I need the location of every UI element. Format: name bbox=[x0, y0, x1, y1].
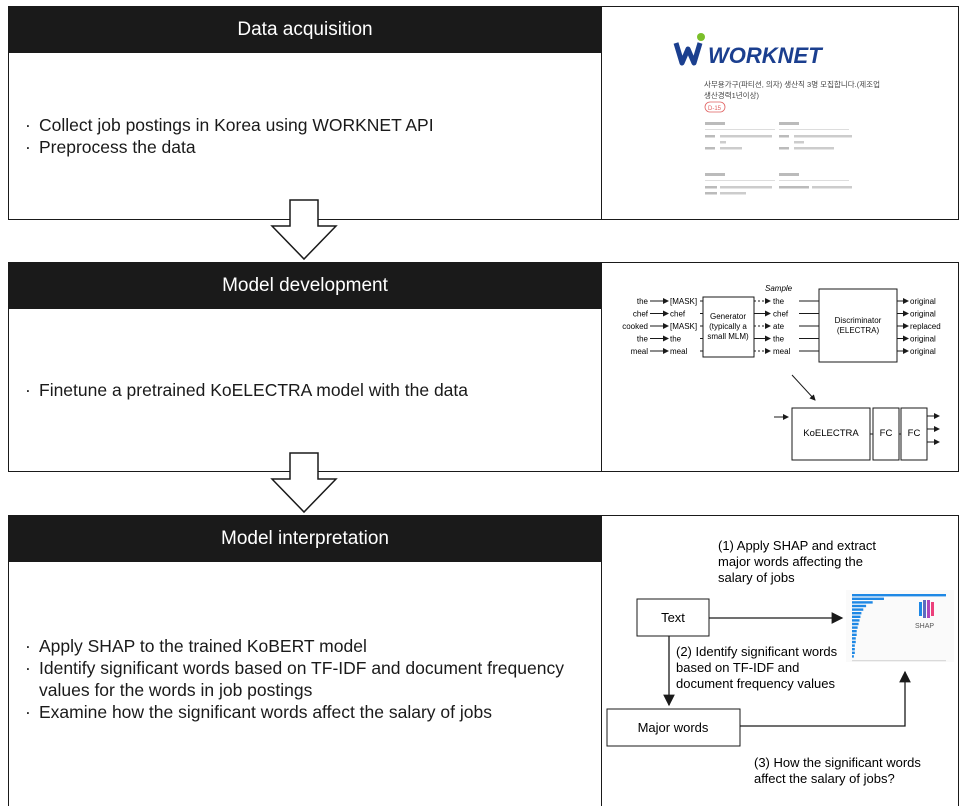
shap-bar bbox=[852, 615, 861, 618]
worknet-logo: WORKNET bbox=[708, 43, 823, 68]
input-token: the bbox=[637, 335, 649, 344]
shap-bar bbox=[852, 630, 857, 633]
generated-token: the bbox=[773, 335, 785, 344]
worknet-illustration: WORKNET 사무용가구(파티션, 의자) 생산직 3명 모집합니다.(제조업… bbox=[673, 33, 880, 195]
shap-bar bbox=[852, 651, 855, 654]
shap-bar bbox=[852, 622, 859, 626]
bullet-item: Identify significant words based on TF-I… bbox=[25, 657, 581, 701]
step1-line: major words affecting the bbox=[718, 554, 863, 569]
masked-token: [MASK] bbox=[670, 322, 697, 331]
discriminator-box bbox=[818, 288, 898, 363]
bullet-item: Finetune a pretrained KoELECTRA model wi… bbox=[25, 379, 468, 401]
generator-box bbox=[702, 296, 755, 358]
shap-bar bbox=[852, 612, 862, 615]
shap-bar bbox=[852, 619, 860, 622]
text-box-label: Text bbox=[661, 610, 685, 625]
bullet-list: Finetune a pretrained KoELECTRA model wi… bbox=[9, 379, 468, 401]
shap-bar bbox=[852, 640, 856, 644]
shap-diagram: (1) Apply SHAP and extract major words a… bbox=[601, 515, 959, 806]
down-arrow-icon bbox=[270, 199, 338, 261]
stage-title: Model interpretation bbox=[9, 516, 601, 562]
input-token: chef bbox=[633, 310, 649, 319]
deadline-badge: D-15 bbox=[708, 106, 722, 112]
step2-line: (2) Identify significant words bbox=[676, 644, 838, 659]
generated-token: chef bbox=[773, 310, 789, 319]
bullet-list: Collect job postings in Korea using WORK… bbox=[9, 114, 434, 158]
electra-illustration: Sample the [MASK] the original chef chef chef o… bbox=[622, 284, 941, 461]
down-arrow-icon bbox=[270, 452, 338, 514]
electra-token-rows: the [MASK] the original chef chef chef original… bbox=[622, 297, 940, 356]
generator-line: small MLM) bbox=[707, 332, 749, 341]
step2-line: document frequency values bbox=[676, 676, 835, 691]
step1-line: (1) Apply SHAP and extract bbox=[718, 538, 876, 553]
shap-bar bbox=[852, 626, 858, 629]
text-box bbox=[636, 598, 710, 637]
step2-line: based on TF-IDF and bbox=[676, 660, 799, 675]
shap-bar bbox=[852, 597, 884, 600]
bullet-item: Collect job postings in Korea using WORK… bbox=[25, 114, 434, 136]
input-token: cooked bbox=[622, 322, 648, 331]
job-detail-table bbox=[705, 122, 852, 195]
electra-diagram: Sample the [MASK] the original chef chef chef o… bbox=[601, 262, 959, 472]
stage-title: Model development bbox=[9, 263, 601, 309]
bullet-item: Examine how the significant words affect… bbox=[25, 701, 581, 723]
major-words-box bbox=[606, 708, 741, 747]
masked-token: meal bbox=[670, 347, 688, 356]
masked-token: [MASK] bbox=[670, 297, 697, 306]
step3-line: affect the salary of jobs? bbox=[754, 771, 895, 786]
stage-data-acquisition: Data acquisition Collect job postings in… bbox=[8, 6, 602, 220]
output-label: original bbox=[910, 347, 936, 356]
output-label: original bbox=[910, 297, 936, 306]
shap-logo-text: SHAP bbox=[915, 623, 934, 630]
masked-token: chef bbox=[670, 310, 686, 319]
job-title-line1: 사무용가구(파티션, 의자) 생산직 3명 모집합니다.(제조업 bbox=[704, 79, 880, 89]
shap-bar bbox=[852, 633, 857, 636]
stage-model-interpretation: Model interpretation Apply SHAP to the t… bbox=[8, 515, 602, 806]
output-label: original bbox=[910, 310, 936, 319]
shap-bar bbox=[852, 637, 856, 640]
bullet-item: Preprocess the data bbox=[25, 136, 434, 158]
bullet-item: Apply SHAP to the trained KoBERT model bbox=[25, 635, 581, 657]
sample-label: Sample bbox=[765, 284, 793, 293]
discriminator-line: (ELECTRA) bbox=[837, 326, 880, 335]
input-token: the bbox=[637, 297, 649, 306]
shap-bar bbox=[852, 608, 864, 611]
job-title-line2: 생산경력1년이상) bbox=[704, 90, 759, 100]
masked-token: the bbox=[670, 335, 682, 344]
koelectra-label: KoELECTRA bbox=[803, 428, 859, 439]
shap-summary-plot bbox=[852, 594, 946, 662]
discriminator-line: Discriminator bbox=[835, 316, 882, 325]
output-label: replaced bbox=[910, 322, 941, 331]
shap-bar bbox=[852, 601, 873, 604]
bullet-list: Apply SHAP to the trained KoBERT model I… bbox=[9, 635, 601, 723]
generator-line: (typically a bbox=[709, 322, 747, 331]
output-label: original bbox=[910, 335, 936, 344]
fc-box bbox=[900, 407, 928, 461]
step1-line: salary of jobs bbox=[718, 570, 795, 585]
generated-token: the bbox=[773, 297, 785, 306]
shap-illustration: (1) Apply SHAP and extract major words a… bbox=[606, 538, 954, 786]
step3-line: (3) How the significant words bbox=[754, 755, 921, 770]
worknet-logo-icon bbox=[673, 33, 705, 66]
shap-bar bbox=[852, 594, 946, 597]
input-token: meal bbox=[631, 347, 649, 356]
generated-token: ate bbox=[773, 322, 785, 331]
generated-token: meal bbox=[773, 347, 791, 356]
shap-bar bbox=[852, 655, 854, 658]
shap-bar bbox=[852, 648, 855, 651]
shap-logo-icon bbox=[919, 600, 934, 618]
fc-label: FC bbox=[908, 428, 921, 439]
shap-bar bbox=[852, 604, 867, 608]
stage-title: Data acquisition bbox=[9, 7, 601, 53]
shap-bar bbox=[852, 644, 855, 647]
major-words-label: Major words bbox=[638, 720, 709, 735]
koelectra-box bbox=[791, 407, 871, 461]
stage-model-development: Model development Finetune a pretrained … bbox=[8, 262, 602, 472]
generator-line: Generator bbox=[710, 312, 746, 321]
fc-label: FC bbox=[880, 428, 893, 439]
worknet-screenshot: WORKNET 사무용가구(파티션, 의자) 생산직 3명 모집합니다.(제조업… bbox=[601, 6, 959, 220]
